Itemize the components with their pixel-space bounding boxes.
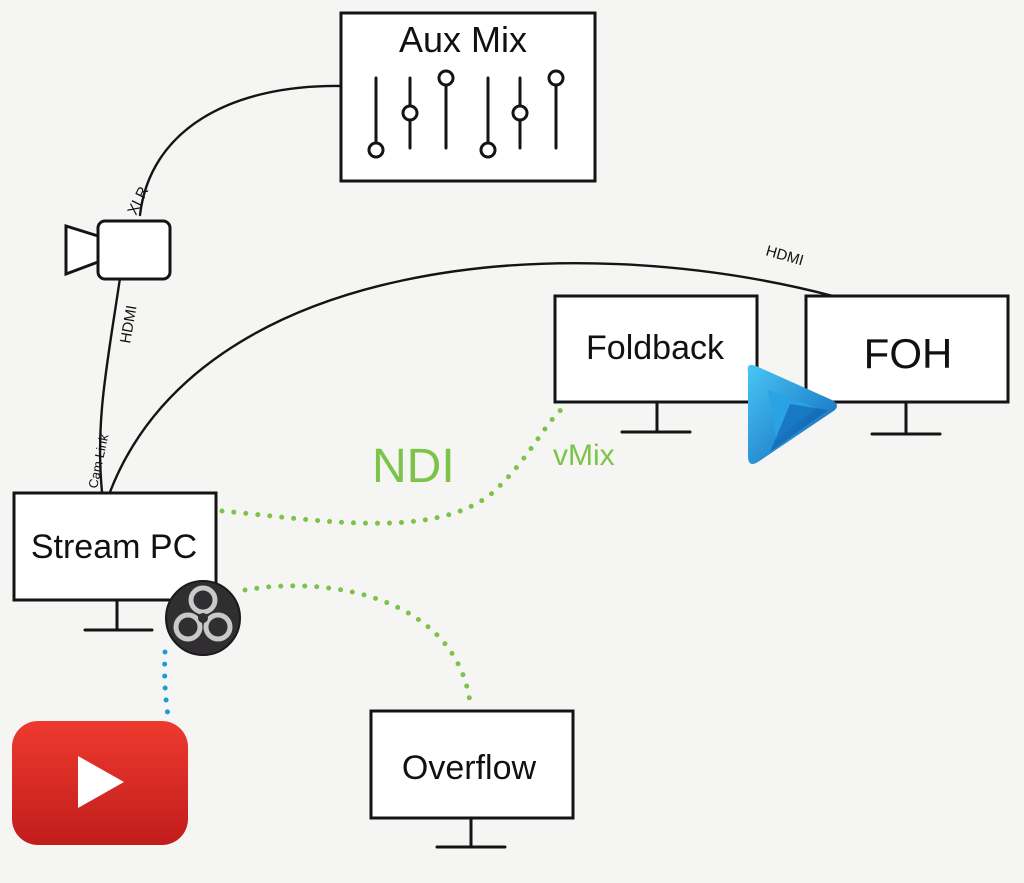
youtube-logo (12, 721, 188, 845)
foh-monitor: FOH (804, 294, 1010, 436)
mixer-sliders-icon (367, 69, 565, 159)
stream-pc-screen (12, 491, 218, 602)
xlr-cable (138, 84, 345, 217)
hdmi-camera-label: HDMI (117, 304, 140, 345)
aux-mix-node: Aux Mix (339, 11, 597, 183)
stream-pc-monitor: Stream PC (12, 491, 218, 632)
overflow-monitor: Overflow (369, 709, 575, 849)
hdmi-foh-cable (108, 261, 835, 494)
ndi-link-overflow (242, 583, 473, 705)
ndi-link-foldback (219, 401, 571, 526)
stream-pc-label: Stream PC (31, 528, 197, 566)
cam-link-label: Cam Link (85, 432, 111, 489)
ndi-label: NDI (372, 440, 455, 493)
hdmi-camera-cable (98, 276, 122, 494)
youtube-link (162, 649, 171, 719)
video-camera-icon (64, 219, 172, 281)
foldback-label: Foldback (586, 329, 725, 367)
hdmi-foh-label: HDMI (764, 243, 806, 270)
foh-label: FOH (864, 330, 953, 377)
foldback-monitor: Foldback (553, 294, 759, 434)
obs-logo (165, 580, 241, 656)
vmix-label: vMix (553, 439, 615, 472)
foh-screen (804, 294, 1010, 404)
overflow-label: Overflow (402, 749, 537, 787)
aux-mix-label: Aux Mix (399, 19, 527, 60)
xlr-label: XLR (124, 184, 152, 218)
vmix-play-logo (747, 364, 837, 464)
foldback-screen (553, 294, 759, 404)
overflow-screen (369, 709, 575, 820)
